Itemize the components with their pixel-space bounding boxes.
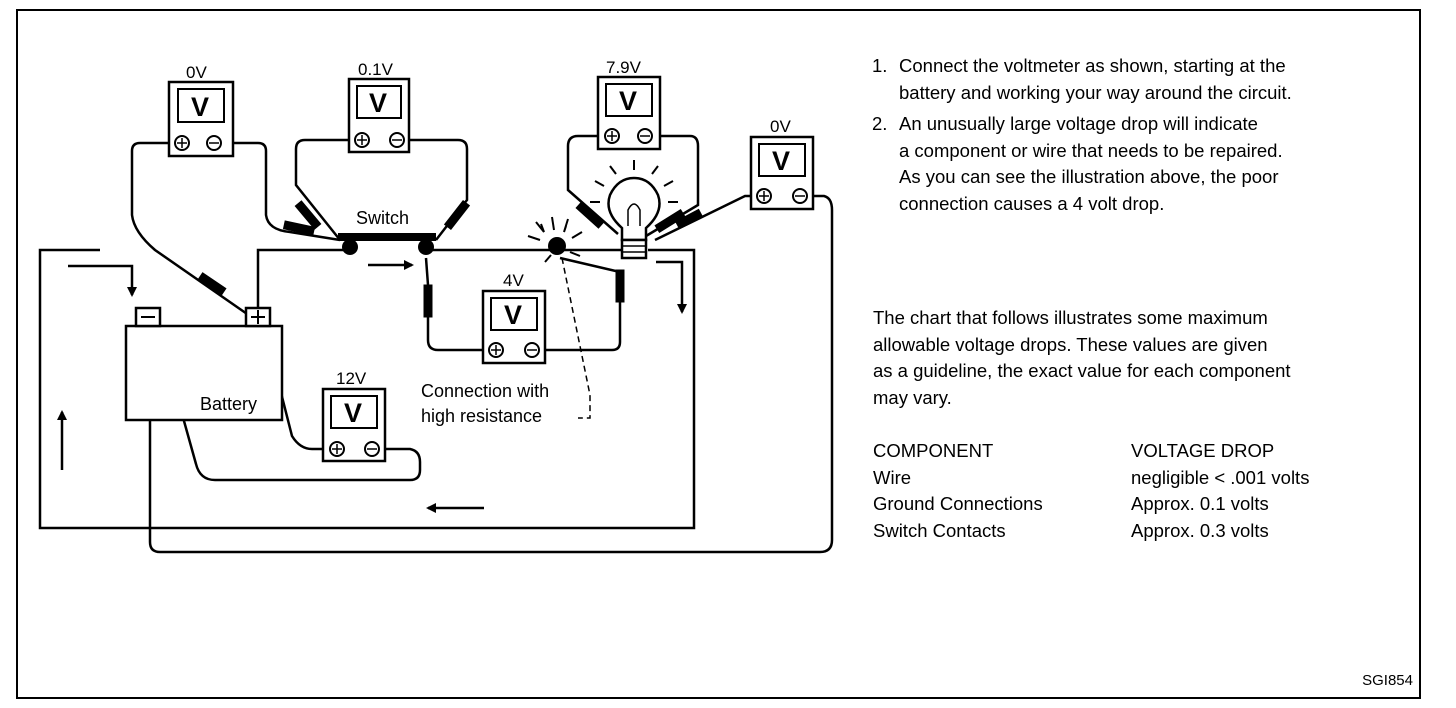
flow-arrow <box>656 260 687 314</box>
connection-label-line1: Connection with <box>421 381 549 401</box>
table-cell: Switch Contacts <box>873 519 1006 541</box>
switch-bar <box>338 233 436 241</box>
instruction-number: 1. <box>872 55 888 76</box>
table-cell: Ground Connections <box>873 493 1043 515</box>
instruction-line: Connect the voltmeter as shown, starting… <box>899 55 1286 76</box>
figure-id: SGI854 <box>1362 672 1413 689</box>
lead-0v-plus <box>130 141 251 318</box>
lead-79v-minus <box>645 134 700 238</box>
meter-letter: V <box>344 398 362 428</box>
instruction-line: a component or wire that needs to be rep… <box>899 139 1283 161</box>
probe-tip <box>615 269 625 303</box>
probe-tip <box>294 200 322 230</box>
meter-reading: 12V <box>336 369 367 388</box>
wire-bulb-return <box>38 248 696 530</box>
probe-tip <box>654 208 686 234</box>
lead-4v-minus <box>534 256 622 352</box>
chart-intro-line: may vary. <box>873 386 952 408</box>
instruction-text: Connect the voltmeter as shown, starting… <box>899 53 1292 106</box>
instruction-list: 1. Connect the voltmeter as shown, start… <box>872 53 1292 222</box>
table-cell: Wire <box>873 466 912 488</box>
meter-reading: 0V <box>186 63 207 82</box>
lead-01v-plus <box>294 138 362 241</box>
meter-letter: V <box>619 86 637 116</box>
lead-12v-plus <box>263 329 336 451</box>
battery-plus-terminal <box>244 306 272 328</box>
probe-tip <box>674 208 704 230</box>
table-row: Wire negligible < .001 volts <box>873 465 1309 492</box>
switch-terminal-left <box>342 239 358 255</box>
battery-label: Battery <box>200 394 257 414</box>
table-cell: negligible < .001 volts <box>1131 466 1310 488</box>
voltmeter-battery-ground-side: 0V V <box>167 63 235 158</box>
connection-point <box>548 237 566 255</box>
probe-tip <box>423 284 433 318</box>
probe-tip <box>197 272 227 296</box>
figure-frame <box>16 9 1421 699</box>
meter-reading: 0V <box>770 117 791 136</box>
lead-bulb-ground-minus <box>148 194 834 554</box>
lead-12v-minus <box>158 334 422 482</box>
battery-body <box>124 324 284 422</box>
lead-4v-plus <box>424 257 494 352</box>
column-header-voltage-drop: VOLTAGE DROP <box>1131 440 1275 462</box>
battery-minus-terminal <box>134 306 162 328</box>
callout-dash <box>561 257 591 419</box>
probe-tip <box>443 200 471 230</box>
lead-0v-minus <box>214 141 341 242</box>
switch-label: Switch <box>356 208 409 228</box>
voltmeter-battery: 12V V <box>321 369 387 463</box>
meter-letter: V <box>191 92 209 122</box>
table-row: Ground Connections Approx. 0.1 volts <box>873 491 1309 518</box>
instruction-line: As you can see the illustration above, t… <box>899 166 1279 187</box>
meter-letter: V <box>369 88 387 118</box>
switch-terminal-right <box>418 239 434 255</box>
meter-reading: 7.9V <box>606 58 642 77</box>
table-row: Switch Contacts Approx. 0.3 volts <box>873 518 1309 545</box>
lead-01v-minus <box>397 138 469 241</box>
instruction-line: connection causes a 4 volt drop. <box>899 192 1165 214</box>
instruction-item: 2. An unusually large voltage drop will … <box>872 111 1292 217</box>
instruction-line: battery and working your way around the … <box>899 81 1292 103</box>
voltmeter-switch: 0.1V V <box>347 60 411 154</box>
instruction-number: 2. <box>872 113 888 134</box>
bulb-icon <box>590 160 678 260</box>
voltmeter-bulb: 7.9V V <box>596 58 662 151</box>
probe-tip <box>282 220 316 236</box>
table-cell: Approx. 0.1 volts <box>1131 493 1269 515</box>
connection-label-line2: high resistance <box>421 406 542 426</box>
lead-79v-plus <box>566 134 619 235</box>
chart-intro-line: allowable voltage drops. These values ar… <box>873 333 1268 355</box>
probe-tip <box>575 201 605 229</box>
resistance-spark-icon <box>527 216 583 263</box>
meter-letter: V <box>504 300 522 330</box>
instruction-text: An unusually large voltage drop will ind… <box>899 111 1283 217</box>
meter-reading: 4V <box>503 271 524 290</box>
chart-intro-paragraph: The chart that follows illustrates some … <box>873 305 1291 411</box>
voltage-drop-table: COMPONENT VOLTAGE DROP Wire negligible <… <box>873 438 1309 544</box>
circuit-diagram: Switch Connection with high resistance <box>38 58 834 554</box>
table-cell: Approx. 0.3 volts <box>1131 519 1269 541</box>
instruction-item: 1. Connect the voltmeter as shown, start… <box>872 53 1292 106</box>
chart-intro-line: as a guideline, the exact value for each… <box>873 360 1291 381</box>
flow-arrow <box>68 264 137 297</box>
voltmeter-bulb-ground-side: 0V V <box>749 117 815 211</box>
table-header-row: COMPONENT VOLTAGE DROP <box>873 438 1309 465</box>
instruction-line: An unusually large voltage drop will ind… <box>899 113 1258 134</box>
column-header-component: COMPONENT <box>873 440 994 462</box>
wire-battery-plus-to-switch <box>256 248 350 312</box>
meter-letter: V <box>772 146 790 176</box>
voltmeter-connection: 4V V <box>481 271 547 365</box>
meter-reading: 0.1V <box>358 60 394 79</box>
chart-intro-line: The chart that follows illustrates some … <box>873 307 1268 328</box>
